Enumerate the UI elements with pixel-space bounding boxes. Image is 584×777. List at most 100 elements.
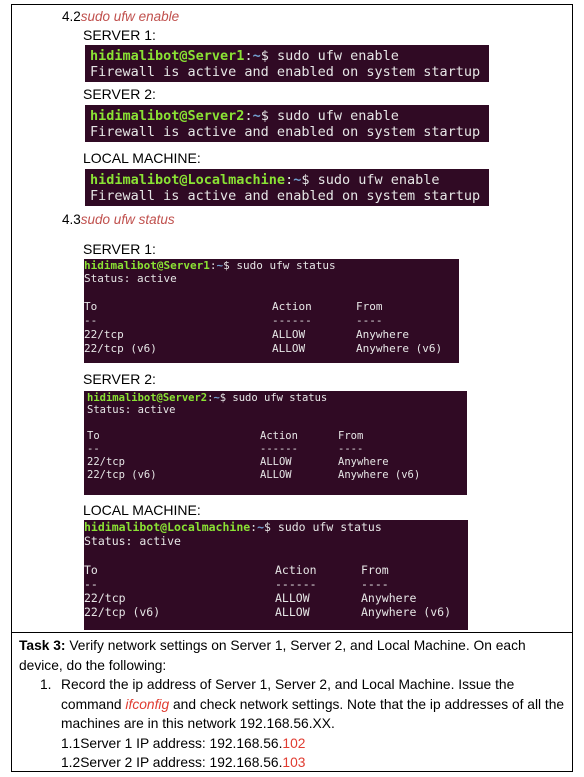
- terminal-enable-local: hidimalibot@Localmachine:~$ sudo ufw ena…: [85, 169, 489, 206]
- header-to: To: [84, 563, 98, 577]
- prompt-sep: :: [285, 172, 294, 188]
- item-command: ifconfig: [125, 696, 170, 712]
- prompt-command: $ sudo ufw status: [219, 392, 328, 404]
- dash-action: ------: [275, 577, 317, 591]
- rule-to: 22/tcp (v6): [84, 605, 161, 619]
- output-line: Firewall is active and enabled on system…: [90, 188, 481, 204]
- prompt-user: hidimalibot@Server2: [90, 108, 245, 124]
- rule-action: ALLOW: [275, 591, 310, 605]
- prompt-path: ~: [216, 259, 224, 272]
- prompt-user: hidimalibot@Server1: [84, 259, 210, 272]
- rule-action: ALLOW: [275, 605, 310, 619]
- task-item-1: 1. Record the ip address of Server 1, Se…: [19, 675, 571, 734]
- dash-to: --: [84, 314, 98, 327]
- rule-to: 22/tcp (v6): [87, 469, 157, 481]
- prompt-line: hidimalibot@Server2:~$ sudo ufw enable: [90, 108, 489, 124]
- prompt-sep: :: [209, 259, 217, 272]
- terminal-enable-server2: hidimalibot@Server2:~$ sudo ufw enable F…: [85, 105, 489, 142]
- header-from: From: [361, 563, 389, 577]
- dash-from: ----: [361, 577, 389, 591]
- rule-to: 22/tcp: [84, 591, 126, 605]
- rule-from: Anywhere: [338, 456, 389, 468]
- rule-action: ALLOW: [260, 469, 292, 481]
- status-line: Status: active: [84, 272, 177, 285]
- sub-item-1-2: 1.2Server 2 IP address: 192.168.56.103: [19, 753, 571, 773]
- prompt-user: hidimalibot@Server1: [90, 48, 245, 64]
- prompt-path: ~: [252, 108, 261, 124]
- rule-from: Anywhere (v6): [356, 342, 443, 355]
- sub-label: Server 1 IP address: 192.168.56.: [80, 735, 283, 751]
- sub-number: 1.1: [61, 735, 81, 751]
- rule-from: Anywhere: [356, 328, 409, 341]
- header-action: Action: [260, 430, 298, 442]
- rule-to: 22/tcp: [84, 328, 124, 341]
- prompt-user: hidimalibot@Server2: [87, 392, 208, 404]
- prompt-sep: :: [207, 392, 214, 404]
- dash-action: ------: [272, 314, 312, 327]
- prompt-user: hidimalibot@Localmachine: [90, 172, 286, 188]
- task-title: Task 3:: [19, 638, 66, 653]
- rule-action: ALLOW: [272, 328, 306, 341]
- prompt-sep: :: [244, 48, 253, 64]
- section-4-3-heading: 4.3sudo ufw status: [62, 212, 175, 227]
- label-local: LOCAL MACHINE:: [83, 150, 201, 166]
- sub-value: 103: [282, 755, 306, 770]
- rule-action: ALLOW: [272, 342, 306, 355]
- section-4-2-heading: 4.2sudo ufw enable: [62, 9, 179, 24]
- terminal-status-local: hidimalibot@Localmachine:~$ sudo ufw sta…: [84, 520, 468, 630]
- prompt-user: hidimalibot@Localmachine: [84, 520, 251, 534]
- prompt-line: hidimalibot@Server1:~$ sudo ufw enable: [90, 48, 489, 64]
- label-server2: SERVER 2:: [83, 86, 156, 102]
- prompt-command: $ sudo ufw status: [264, 520, 382, 534]
- rule-from: Anywhere (v6): [361, 605, 452, 619]
- prompt-line: hidimalibot@Server1:~$ sudo ufw status: [84, 259, 336, 273]
- output-line: Firewall is active and enabled on system…: [90, 64, 481, 80]
- status-line: Status: active: [84, 534, 181, 548]
- prompt-line: hidimalibot@Server2:~$ sudo ufw status: [87, 391, 327, 405]
- item-text-cont: and check network settings. Note that th…: [61, 696, 565, 732]
- section-command: sudo ufw enable: [80, 9, 180, 24]
- prompt-line: hidimalibot@Localmachine:~$ sudo ufw ena…: [90, 172, 489, 188]
- sub-label: Server 2 IP address: 192.168.56.: [80, 755, 283, 770]
- header-action: Action: [272, 300, 312, 313]
- prompt-path: ~: [252, 48, 261, 64]
- sub-value: 102: [282, 735, 306, 751]
- item-text: Record the ip address of Server 1, Serve…: [61, 677, 515, 712]
- terminal-status-server1: hidimalibot@Server1:~$ sudo ufw status S…: [84, 259, 459, 363]
- output-line: Firewall is active and enabled on system…: [90, 124, 481, 140]
- rule-from: Anywhere (v6): [338, 469, 421, 481]
- prompt-command: $ sudo ufw enable: [260, 48, 399, 64]
- header-from: From: [338, 430, 364, 442]
- item-number: 1.: [40, 677, 52, 692]
- rule-to: 22/tcp (v6): [84, 342, 157, 355]
- label-server1: SERVER 1:: [83, 27, 156, 43]
- prompt-path: ~: [293, 172, 302, 188]
- dash-to: --: [84, 577, 98, 591]
- prompt-line: hidimalibot@Localmachine:~$ sudo ufw sta…: [84, 520, 382, 535]
- section-number: 4.3: [62, 212, 81, 227]
- rule-action: ALLOW: [260, 456, 292, 468]
- label-server1: SERVER 1:: [83, 241, 156, 257]
- label-local: LOCAL MACHINE:: [83, 502, 201, 518]
- dash-from: ----: [356, 314, 383, 327]
- status-line: Status: active: [87, 404, 176, 416]
- prompt-path: ~: [213, 392, 220, 404]
- prompt-command: $ sudo ufw enable: [301, 172, 440, 188]
- prompt-sep: :: [250, 520, 258, 534]
- header-to: To: [87, 430, 100, 442]
- terminal-enable-server1: hidimalibot@Server1:~$ sudo ufw enable F…: [85, 45, 489, 82]
- rule-to: 22/tcp: [87, 456, 125, 468]
- rule-from: Anywhere: [361, 591, 417, 605]
- sub-number: 1.2: [61, 755, 81, 770]
- section-number: 4.2: [62, 9, 81, 24]
- label-server2: SERVER 2:: [83, 371, 156, 387]
- header-to: To: [84, 300, 98, 313]
- header-from: From: [356, 300, 383, 313]
- dash-to: --: [87, 443, 100, 455]
- table-divider: [11, 632, 573, 633]
- task-intro: Task 3: Verify network settings on Serve…: [19, 636, 571, 675]
- sub-item-1-1: 1.1Server 1 IP address: 192.168.56.102: [19, 734, 571, 754]
- dash-action: ------: [260, 443, 298, 455]
- header-action: Action: [275, 563, 317, 577]
- section-command: sudo ufw status: [80, 212, 175, 227]
